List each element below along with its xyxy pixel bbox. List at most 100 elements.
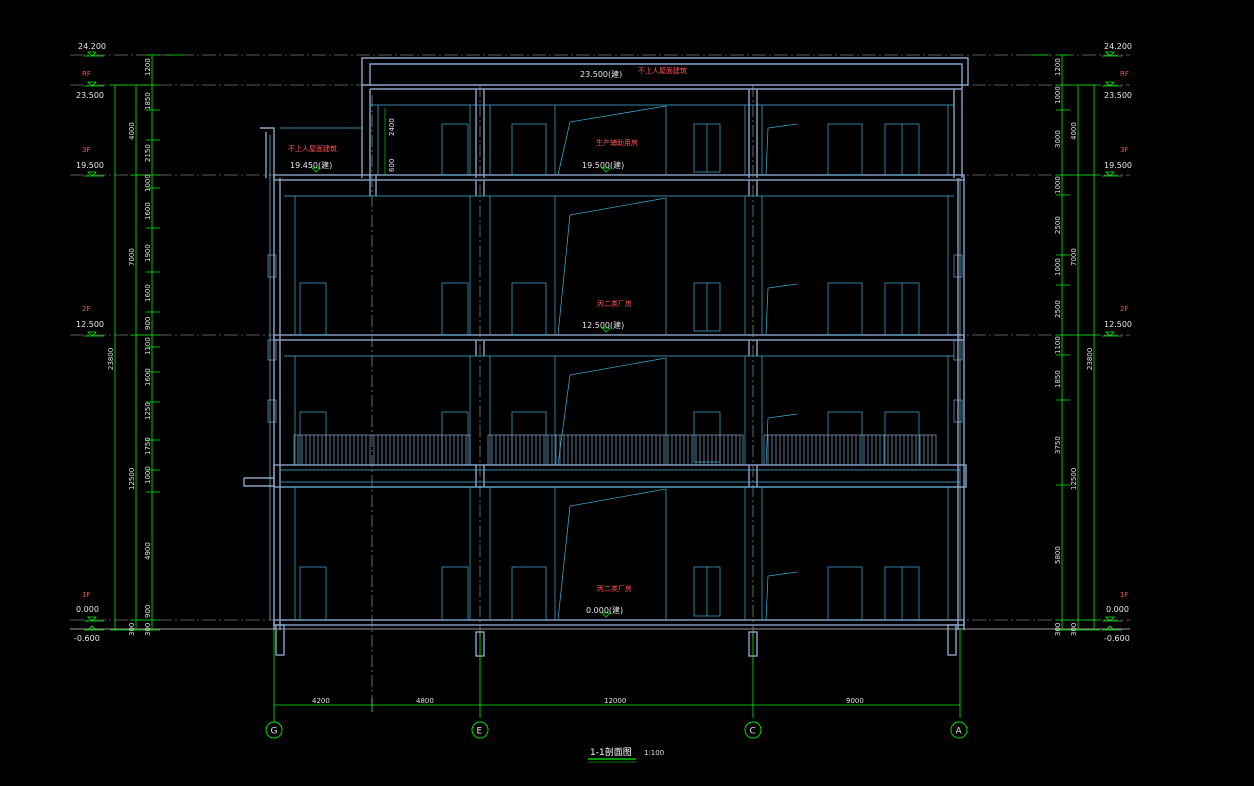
axis-bubble-g bbox=[265, 721, 283, 739]
terrace-level: 19.450(建) bbox=[290, 160, 332, 170]
dim-right-mid-1: 7000 bbox=[1070, 248, 1078, 266]
axis-bubble-a bbox=[950, 721, 968, 739]
dim-left-inner-6: 1600 bbox=[144, 284, 152, 302]
level-left-3-floor: 2F bbox=[82, 305, 90, 313]
floor1-level-label: 0.000(建) bbox=[586, 605, 623, 615]
dims-bottom: 4200 4800 12000 9000 bbox=[312, 697, 864, 705]
dims-right-inner: 1200 1000 3000 1000 2500 1000 2500 1100 … bbox=[1054, 58, 1062, 636]
level-left-4-floor: 1F bbox=[82, 591, 90, 599]
level-left-4-value: 0.000 bbox=[76, 605, 99, 614]
level-left-5-value: -0.600 bbox=[74, 634, 100, 643]
dim-left-inner-3: 1000 bbox=[144, 174, 152, 192]
axis-label-g: G bbox=[271, 727, 278, 737]
dim-left-inner-7: 900 bbox=[144, 317, 152, 330]
drawing-title: 1-1剖面图 bbox=[590, 746, 632, 758]
dim-left-inner-11: 1750 bbox=[144, 437, 152, 455]
level-right-3-value: 12.500 bbox=[1104, 320, 1132, 329]
walkway-railings bbox=[293, 434, 937, 466]
dim-left-inner-4: 1600 bbox=[144, 202, 152, 220]
parapet-dim2: 600 bbox=[388, 159, 396, 172]
dim-bottom-3: 9000 bbox=[846, 697, 864, 705]
dim-right-outer-0: 23800 bbox=[1086, 348, 1094, 370]
dim-right-inner-1: 1000 bbox=[1054, 86, 1062, 104]
axis-bubble-c bbox=[744, 721, 762, 739]
drawing-title-block: 1-1剖面图 1:100 bbox=[588, 746, 664, 763]
level-left-1-value: 23.500 bbox=[76, 91, 104, 100]
level-right-1-floor: RF bbox=[1120, 70, 1129, 78]
dims-left-mid: 4000 7000 12500 300 bbox=[128, 122, 136, 636]
level-left-1-floor: RF bbox=[82, 70, 91, 78]
grid-axes: G E C A bbox=[265, 718, 968, 739]
dim-left-inner-12: 1000 bbox=[144, 466, 152, 484]
roof-top-label: 不上人屋面建筑 bbox=[638, 66, 687, 75]
dim-bottom-0: 4200 bbox=[312, 697, 330, 705]
building-structure bbox=[243, 57, 969, 657]
dim-left-mid-1: 7000 bbox=[128, 248, 136, 266]
dim-right-inner-3: 1000 bbox=[1054, 176, 1062, 194]
terrace-title: 不上人屋面建筑 bbox=[288, 144, 337, 153]
dim-left-inner-13: 4900 bbox=[144, 542, 152, 560]
level-right-4-floor: 1F bbox=[1120, 591, 1128, 599]
dim-right-inner-4: 2500 bbox=[1054, 216, 1062, 234]
level-left-2-value: 19.500 bbox=[76, 161, 104, 170]
level-right-2-value: 19.500 bbox=[1104, 161, 1132, 170]
floor2-level-label: 12.500(建) bbox=[582, 320, 624, 330]
roof-level-label: 23.500(建) bbox=[580, 69, 622, 79]
dim-left-mid-2: 12500 bbox=[128, 468, 136, 490]
axis-label-e: E bbox=[477, 727, 483, 737]
level-right-3-floor: 2F bbox=[1120, 305, 1128, 313]
dim-left-mid-0: 4000 bbox=[128, 122, 136, 140]
dim-right-mid-2: 12500 bbox=[1070, 468, 1078, 490]
dim-right-inner-0: 1200 bbox=[1054, 58, 1062, 76]
axis-label-c: C bbox=[750, 727, 756, 737]
dim-left-outer-0: 23800 bbox=[107, 348, 115, 370]
floor3-room-label: 生产辅助用房 bbox=[596, 138, 638, 147]
dim-bottom-1: 4800 bbox=[416, 697, 434, 705]
dims-left-inner: 1200 1850 2150 1000 1600 1900 1600 900 1… bbox=[144, 58, 152, 636]
level-left-2-floor: 3F bbox=[82, 146, 90, 154]
dim-right-inner-9: 3750 bbox=[1054, 436, 1062, 454]
dim-left-inner-14: 900 bbox=[144, 605, 152, 618]
dim-left-inner-9: 1600 bbox=[144, 368, 152, 386]
level-triangles bbox=[84, 51, 1122, 631]
floor2-room-label: 丙二类厂房 bbox=[597, 299, 632, 308]
dim-right-mid-3: 300 bbox=[1070, 623, 1078, 636]
dim-left-inner-15: 300 bbox=[144, 623, 152, 636]
level-markers-right: 24.200 RF 23.500 3F 19.500 2F 12.500 1F … bbox=[1104, 42, 1132, 643]
dim-left-inner-8: 1100 bbox=[144, 337, 152, 355]
dims-right-outer: 23800 bbox=[1086, 348, 1094, 370]
dim-right-inner-5: 1000 bbox=[1054, 258, 1062, 276]
axis-label-a: A bbox=[956, 727, 963, 737]
dim-right-inner-10: 5800 bbox=[1054, 546, 1062, 564]
dim-left-inner-0: 1200 bbox=[144, 58, 152, 76]
level-right-0-value: 24.200 bbox=[1104, 42, 1132, 51]
level-right-1-value: 23.500 bbox=[1104, 91, 1132, 100]
floor3-level-label: 19.500(建) bbox=[582, 160, 624, 170]
dim-left-mid-3: 300 bbox=[128, 623, 136, 636]
dim-right-inner-6: 2500 bbox=[1054, 300, 1062, 318]
dim-left-inner-2: 2150 bbox=[144, 144, 152, 162]
dim-right-inner-8: 1850 bbox=[1054, 370, 1062, 388]
axis-bubble-e bbox=[471, 721, 489, 739]
dim-right-mid-0: 4000 bbox=[1070, 122, 1078, 140]
level-markers-left: 24.200 RF 23.500 3F 19.500 2F 12.500 1F … bbox=[74, 42, 106, 643]
level-right-4-value: 0.000 bbox=[1106, 605, 1129, 614]
level-right-2-floor: 3F bbox=[1120, 146, 1128, 154]
dim-left-inner-10: 1250 bbox=[144, 402, 152, 420]
dim-left-inner-5: 1900 bbox=[144, 244, 152, 262]
drawing-scale: 1:100 bbox=[644, 749, 664, 757]
dims-right-mid: 4000 7000 12500 300 bbox=[1070, 122, 1078, 636]
dim-right-inner-11: 300 bbox=[1054, 623, 1062, 636]
axis-centerlines bbox=[371, 85, 754, 712]
level-left-3-value: 12.500 bbox=[76, 320, 104, 329]
annotations: 不上人屋面建筑 23.500(建) 不上人屋面建筑 19.450(建) 生产辅助… bbox=[288, 66, 687, 618]
level-left-0-value: 24.200 bbox=[78, 42, 106, 51]
floor1-room-label: 丙二类厂房 bbox=[597, 584, 632, 593]
dims-left-outer: 23800 bbox=[107, 348, 115, 370]
dim-bottom-2: 12000 bbox=[604, 697, 626, 705]
dimension-lines bbox=[110, 54, 1100, 718]
parapet-dim: 2400 bbox=[388, 118, 396, 136]
interior-lines bbox=[267, 104, 963, 621]
dim-right-inner-7: 1100 bbox=[1054, 336, 1062, 354]
